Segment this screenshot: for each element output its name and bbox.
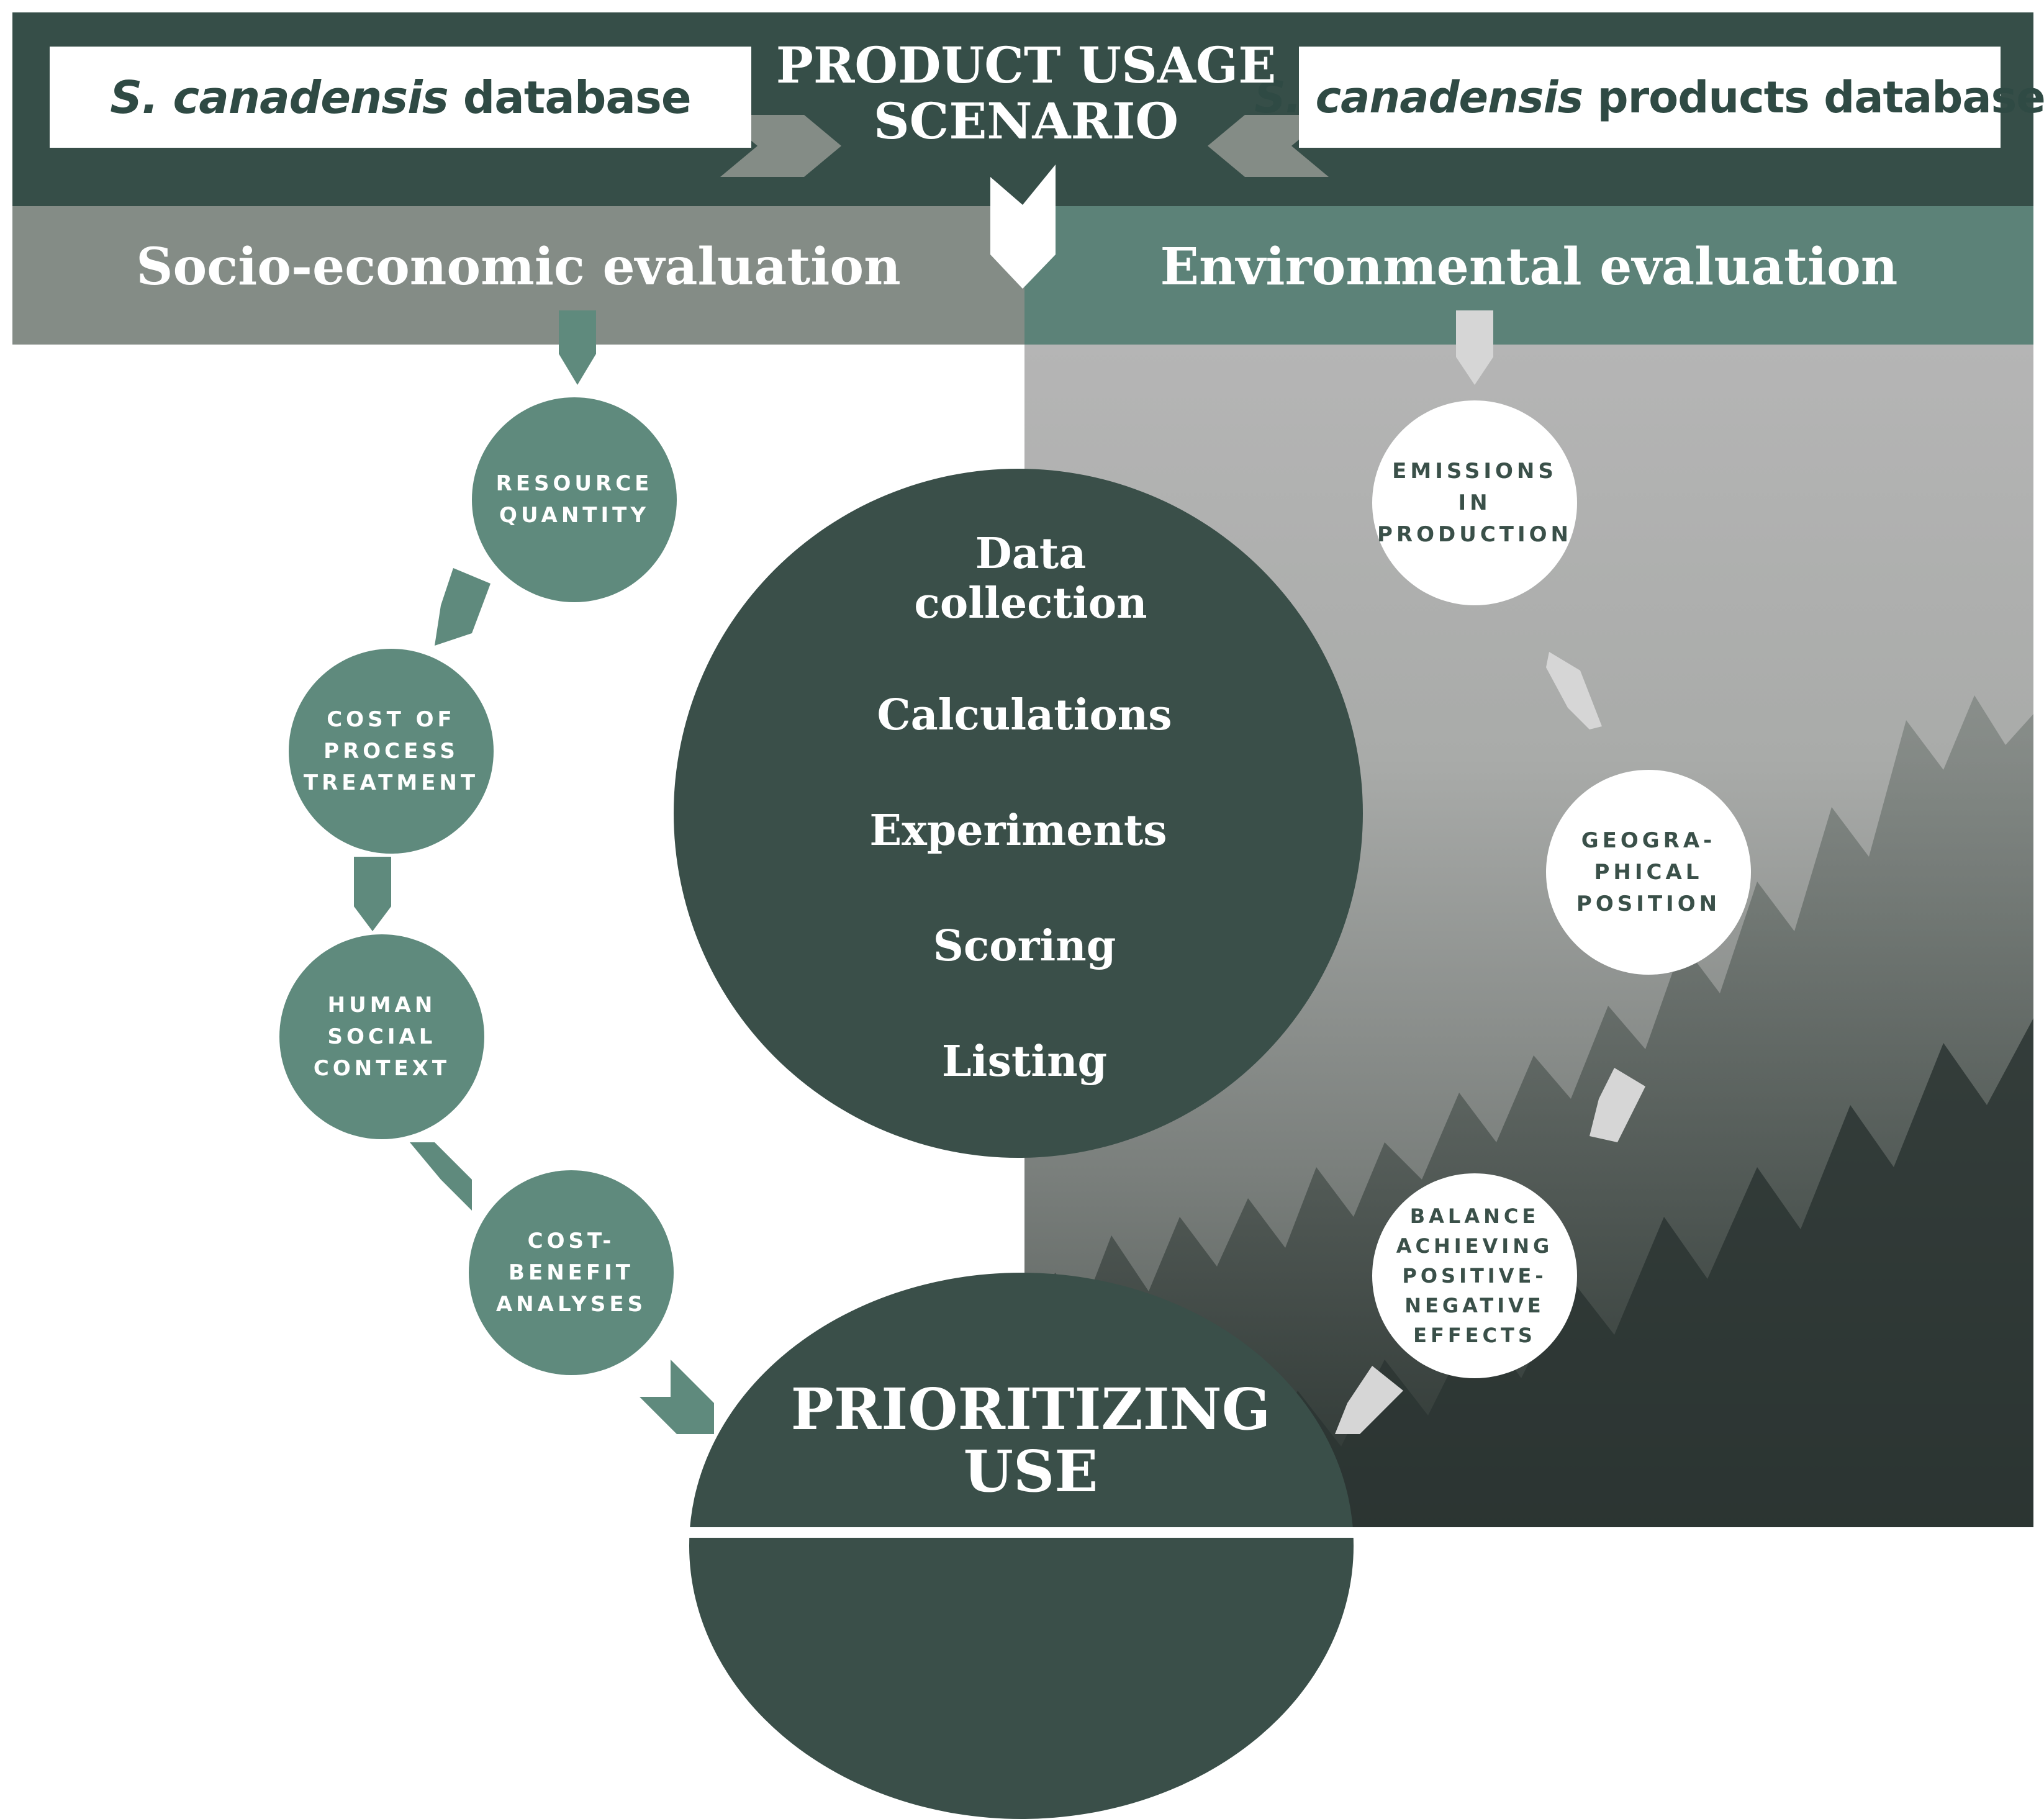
species-database-box: S. canadensis database [50, 47, 751, 148]
step-geographical-position: GEOGRA- PHICAL POSITION [1546, 770, 1751, 975]
step-label: EMISSIONS [1392, 458, 1557, 484]
bottom-margin [0, 1527, 2044, 1538]
product-usage-scenario-title: PRODUCT USAGE SCENARIO [754, 37, 1298, 149]
environmental-evaluation-title: Environmental evaluation [1160, 237, 1898, 297]
step-label: NEGATIVE [1404, 1294, 1545, 1317]
step-label: COST OF [327, 706, 456, 732]
step-balance-positive-negative-effects: BALANCE ACHIEVING POSITIVE- NEGATIVE EFF… [1372, 1173, 1577, 1378]
step-label: ANALYSES [495, 1291, 647, 1317]
center-item-listing: Listing [941, 1037, 1108, 1086]
step-label: BALANCE [1409, 1204, 1540, 1228]
step-label: POSITIVE- [1402, 1264, 1547, 1288]
center-item-experiments: Experiments [869, 806, 1167, 855]
scenario-title-line1: PRODUCT USAGE [776, 36, 1277, 94]
step-resource-quantity: RESOURCE QUANTITY [472, 397, 677, 602]
env-arrow-2 [1546, 652, 1602, 729]
socio-arrow-3 [354, 857, 391, 931]
database-label-right: products database [1583, 71, 2044, 123]
step-cost-benefit-analyses: COST- BENEFIT ANALYSES [469, 1170, 674, 1375]
step-label: GEOGRA- [1581, 828, 1716, 853]
species-name-right: S. canadensis [1254, 71, 1583, 123]
step-label: ACHIEVING [1396, 1234, 1553, 1258]
step-label: TREATMENT [303, 770, 479, 795]
database-label-left: database [448, 71, 692, 124]
step-label: PROCESS [323, 738, 459, 764]
step-label: IN [1458, 490, 1491, 515]
products-database-box: S. canadensis products database [1254, 47, 2044, 148]
environmental-band [1024, 206, 2033, 345]
env-arrow-4 [1335, 1366, 1403, 1434]
down-chevron-arrow [990, 165, 1056, 289]
step-cost-of-process-treatment: COST OF PROCESS TREATMENT [289, 649, 494, 854]
step-label: POSITION [1576, 891, 1721, 916]
step-label: COST- [527, 1228, 615, 1253]
env-arrow-3 [1590, 1068, 1645, 1142]
center-process-circle [674, 469, 1363, 1158]
prioritizing-line1: PRIORITIZING [790, 1376, 1271, 1443]
env-arrow-1 [1456, 310, 1493, 385]
step-label: PRODUCTION [1377, 521, 1572, 547]
center-item-scoring: Scoring [933, 921, 1116, 971]
center-item-calculations: Calculations [877, 690, 1172, 740]
diagram: S. canadensis database S. canadensis pro… [0, 12, 2044, 1819]
species-name-left: S. canadensis [110, 71, 448, 124]
step-label: PHICAL [1594, 859, 1703, 885]
right-chevron-arrow [1208, 115, 1329, 177]
socio-economic-evaluation-title: Socio-economic evaluation [136, 237, 901, 297]
step-emissions-in-production: EMISSIONS IN PRODUCTION [1372, 400, 1577, 605]
prioritizing-line2: USE [963, 1438, 1098, 1505]
step-human-social-context: HUMAN SOCIAL CONTEXT [279, 934, 484, 1139]
step-label: HUMAN [327, 992, 436, 1018]
center-item-line: collection [914, 579, 1147, 628]
socio-band [12, 206, 1024, 345]
step-label: QUANTITY [499, 503, 649, 528]
step-label: BENEFIT [509, 1260, 634, 1285]
socio-arrow-5 [640, 1360, 714, 1434]
center-item-data-collection: Data collection [782, 529, 1279, 628]
socio-arrow-1 [559, 310, 596, 385]
center-item-line: Data [975, 529, 1087, 579]
scenario-title-line2: SCENARIO [873, 92, 1179, 150]
socio-arrow-4 [410, 1142, 472, 1211]
step-label: RESOURCE [495, 471, 653, 496]
prioritizing-use-dome [689, 1273, 1354, 1819]
prioritizing-use-label: PRIORITIZING USE [720, 1378, 1341, 1502]
step-label: SOCIAL [327, 1024, 436, 1049]
socio-arrow-2 [435, 568, 491, 646]
step-label: EFFECTS [1413, 1324, 1536, 1347]
step-label: CONTEXT [313, 1055, 451, 1081]
